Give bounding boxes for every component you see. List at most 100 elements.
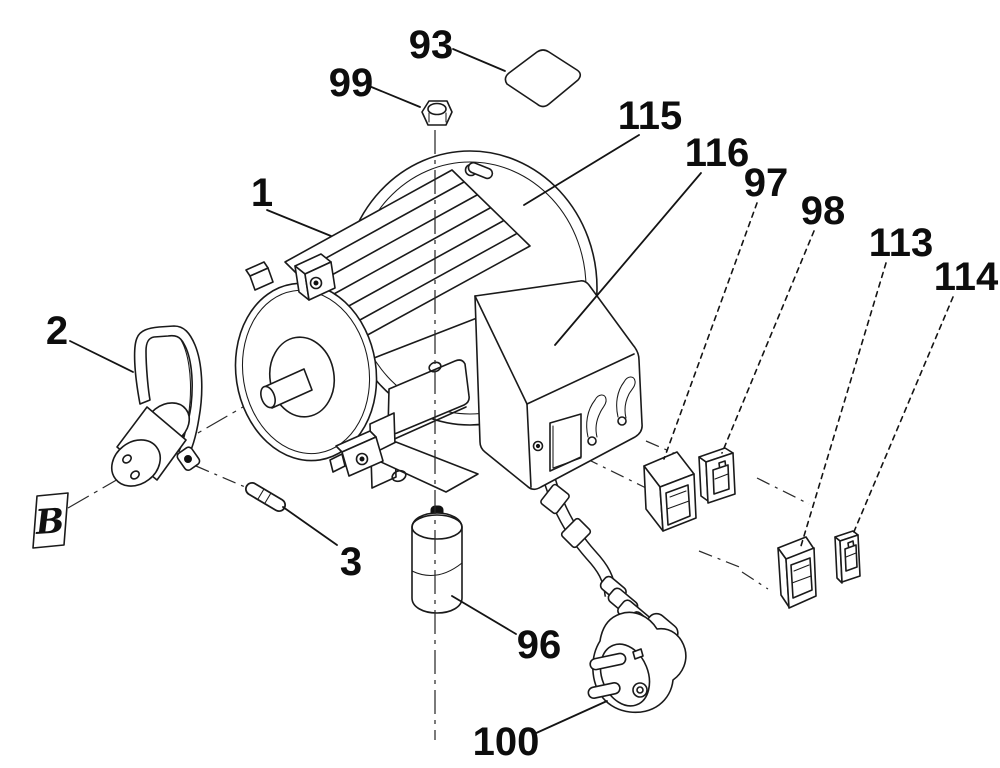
fin-end-block-top	[245, 261, 269, 277]
plug-screw	[632, 682, 648, 698]
switch97-rocker-line	[669, 490, 687, 498]
clamp-bolt	[184, 455, 192, 463]
bottom-lug-front	[341, 436, 384, 477]
junction-box-116	[474, 280, 643, 491]
leader-96	[451, 595, 517, 635]
plug-pin	[587, 682, 621, 699]
nut-hole	[427, 102, 447, 116]
reference-tag-b: B	[32, 492, 69, 549]
reference-tag-letter: B	[33, 501, 65, 543]
base-plate-hole	[428, 361, 442, 373]
callout-labels: 93 99 115 116 97 98 113 114 1 2 3 96 100	[46, 23, 999, 764]
switch-cutout	[549, 413, 582, 472]
top-lug-screw-center	[313, 280, 319, 286]
callout-114: 114	[934, 255, 999, 299]
switch113-rocker-split	[791, 575, 812, 584]
callout-115: 115	[618, 94, 683, 138]
front-end-bell	[234, 282, 378, 462]
bottom-lug-screw	[355, 452, 369, 466]
foot-hole	[391, 469, 407, 483]
pin-axis-centerline	[195, 465, 253, 491]
callout-3: 3	[340, 540, 362, 584]
pin-ridge	[257, 488, 265, 500]
box-edge-left	[474, 295, 528, 405]
box-screw	[532, 440, 544, 452]
knob-hole	[122, 454, 132, 464]
leader-1	[266, 209, 332, 237]
leader-100	[533, 700, 608, 735]
leader-115	[523, 134, 640, 206]
callout-1: 1	[251, 171, 273, 215]
mounting-lugs	[294, 253, 384, 477]
top-lug-screw	[309, 276, 323, 290]
pin-body	[246, 483, 285, 511]
leader-114	[852, 296, 954, 535]
pad-93	[504, 49, 582, 108]
switch-114	[834, 530, 861, 584]
bottom-lug-step	[329, 453, 346, 473]
top-lug-front	[304, 261, 336, 301]
leader-93	[452, 48, 506, 72]
leader-116	[554, 172, 702, 346]
motor-body-1	[245, 169, 531, 359]
pin-3	[245, 482, 286, 512]
callout-100: 100	[473, 720, 540, 764]
capacitor-seam	[411, 562, 463, 577]
junction-box-silhouette	[474, 280, 643, 491]
cable-collar	[540, 483, 570, 515]
switch-113	[777, 536, 817, 609]
plug-pin	[589, 652, 627, 671]
switch113-rocker	[790, 557, 813, 599]
callout-113: 113	[869, 221, 934, 265]
leader-113	[800, 262, 887, 547]
fin	[335, 220, 504, 314]
terminal-clip	[586, 394, 607, 438]
switch-97	[643, 451, 697, 532]
switch113-rocker-line	[793, 564, 810, 572]
leader-3	[282, 506, 338, 546]
switch97-rocker-split	[666, 500, 690, 510]
callout-97: 97	[744, 161, 789, 205]
plug-screw-center	[636, 686, 644, 694]
fin	[322, 207, 491, 301]
switch114-toggle	[844, 544, 858, 572]
plug-notch	[632, 648, 644, 660]
leader-lines	[69, 48, 954, 735]
fan-cover-slot	[467, 161, 494, 180]
align-line-5	[741, 571, 769, 590]
callout-2: 2	[46, 309, 68, 353]
switch114-toggle-line	[845, 552, 857, 558]
knob-face	[110, 439, 162, 487]
callout-93: 93	[409, 23, 454, 67]
pin-ridge	[264, 492, 272, 504]
fin	[348, 233, 517, 327]
box-edge-front-left	[526, 403, 532, 488]
clip-screw	[617, 416, 627, 426]
crank-handle-2	[110, 325, 203, 487]
cable-collar	[560, 517, 592, 549]
end-bell-rim	[241, 289, 371, 455]
leader-99	[368, 85, 421, 108]
clip-screw	[587, 436, 597, 446]
leader-2	[69, 340, 134, 373]
callout-99: 99	[329, 61, 374, 105]
box-screw-center	[535, 443, 541, 449]
shaft-end	[260, 385, 276, 409]
callout-98: 98	[801, 189, 846, 233]
switch98-toggle	[712, 464, 730, 495]
align-line-4	[698, 550, 743, 569]
body-bottom-edge	[373, 317, 478, 359]
callout-116: 116	[685, 131, 750, 175]
terminal-clip	[616, 376, 636, 419]
front-foot	[367, 441, 479, 493]
capacitor-top	[411, 514, 463, 540]
leader-98	[721, 230, 815, 454]
box-edge-top-front	[526, 353, 635, 405]
switch-98	[698, 447, 736, 504]
power-plug-100	[540, 483, 687, 714]
capacitor-96	[411, 505, 463, 614]
leader-97	[663, 202, 758, 460]
fin	[309, 194, 478, 288]
